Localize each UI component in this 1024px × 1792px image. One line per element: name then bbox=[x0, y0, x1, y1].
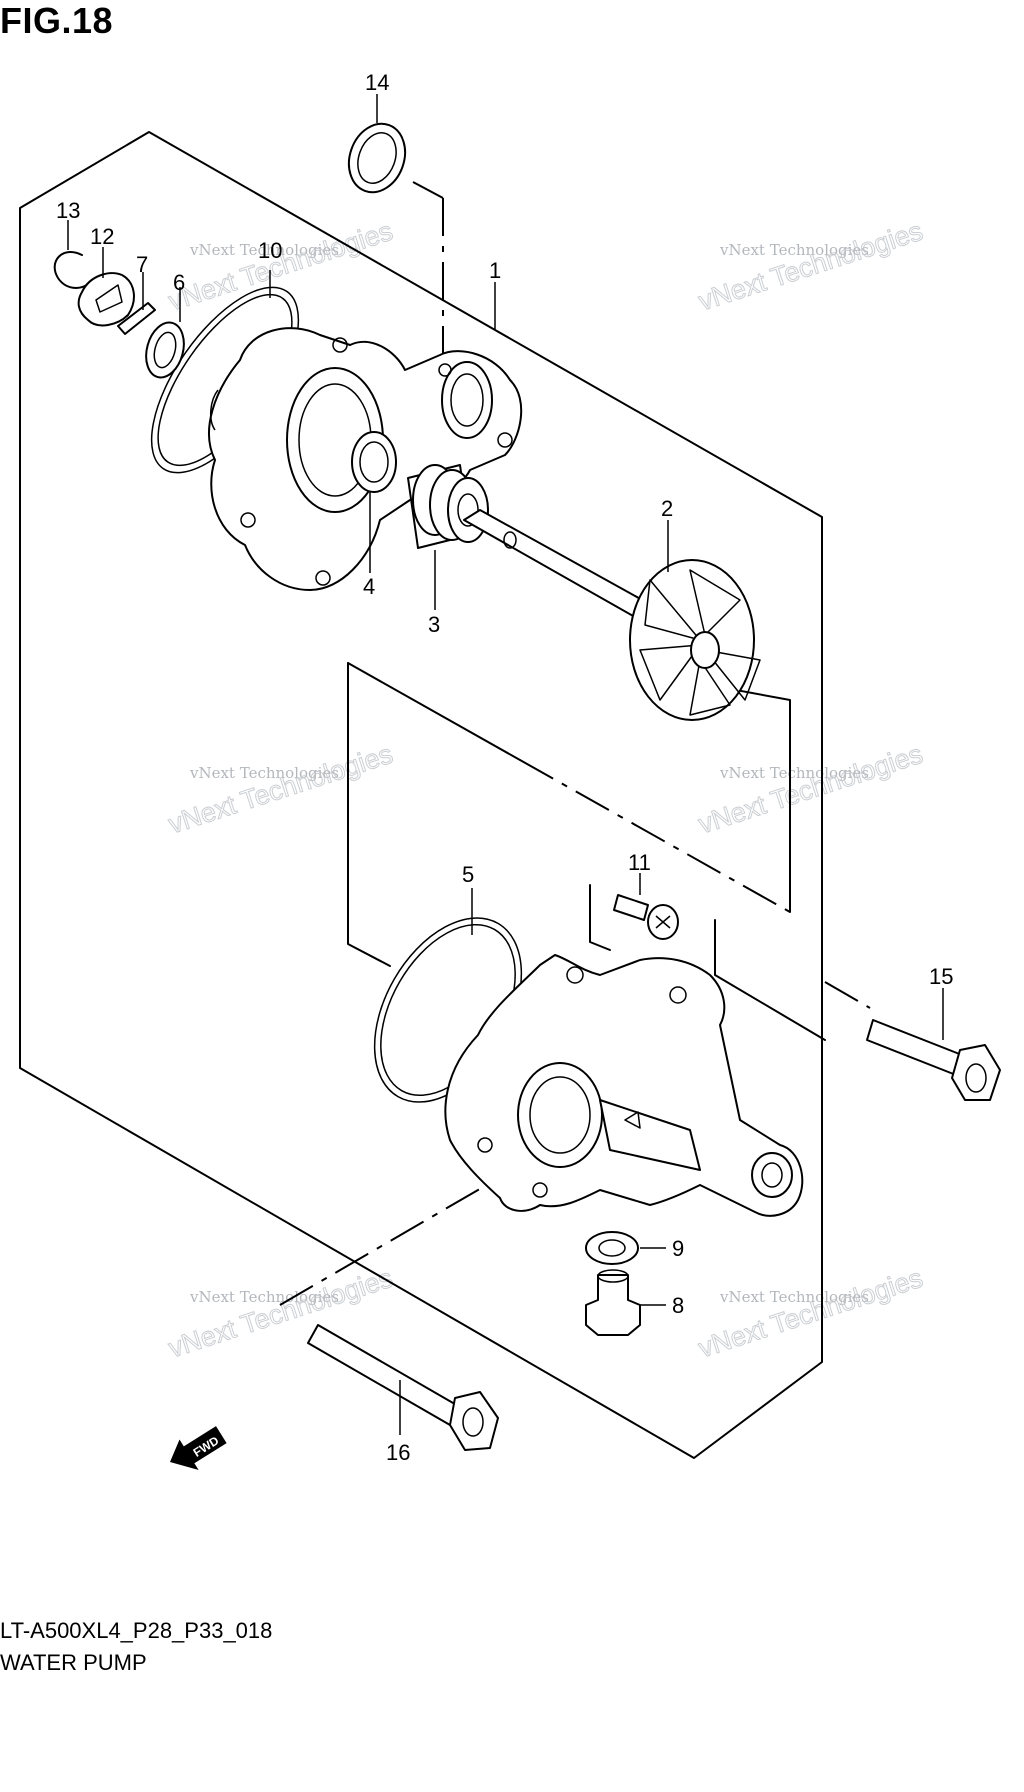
assembly-outline-box bbox=[19, 131, 823, 1459]
part-14-o-ring bbox=[347, 122, 407, 194]
part-2-impeller-shaft bbox=[463, 509, 761, 721]
callout-5: 5 bbox=[462, 862, 474, 887]
part-14-o-ring-inner bbox=[357, 132, 397, 184]
callout-15: 15 bbox=[929, 964, 953, 989]
inner-outline bbox=[347, 662, 521, 761]
callout-3: 3 bbox=[428, 612, 440, 637]
part-7-pin bbox=[117, 302, 156, 335]
watermark-bottom-right: vNext Technologies vNext Technologies bbox=[694, 1262, 926, 1364]
watermark-text: vNext Technologies bbox=[695, 1263, 926, 1364]
part-6-washer bbox=[145, 321, 185, 379]
inner-outline bbox=[589, 884, 611, 951]
watermark-text: vNext Technologies bbox=[719, 241, 869, 259]
callout-8: 8 bbox=[672, 1293, 684, 1318]
alignment-line bbox=[412, 181, 444, 199]
part-15-bolt bbox=[866, 1019, 1001, 1101]
watermark-bottom-left: vNext Technologies vNext Technologies bbox=[164, 1262, 396, 1364]
pump-cover bbox=[444, 954, 804, 1217]
callout-9: 9 bbox=[672, 1236, 684, 1261]
watermark-text: vNext Technologies bbox=[695, 739, 926, 840]
callout-11: 11 bbox=[628, 850, 651, 875]
watermark-text: vNext Technologies bbox=[695, 216, 926, 317]
callout-7: 7 bbox=[136, 252, 148, 277]
leader-lines bbox=[67, 94, 944, 1435]
watermark-top-left: vNext Technologies vNext Technologies bbox=[164, 215, 396, 317]
inner-outline bbox=[714, 919, 826, 1041]
part-13-circlip bbox=[53, 251, 89, 289]
callout-16: 16 bbox=[386, 1440, 410, 1465]
drawing-code: LT-A500XL4_P28_P33_018 bbox=[0, 1618, 273, 1643]
watermark-text: vNext Technologies bbox=[165, 216, 396, 317]
watermark-text: vNext Technologies bbox=[719, 764, 869, 782]
callout-1: 1 bbox=[489, 258, 501, 283]
part-11-screw bbox=[613, 894, 679, 940]
watermark-text: vNext Technologies bbox=[189, 241, 339, 259]
watermark-text: vNext Technologies bbox=[165, 1263, 396, 1364]
watermark-text: vNext Technologies bbox=[189, 764, 339, 782]
watermark-text: vNext Technologies bbox=[719, 1288, 869, 1306]
callout-2: 2 bbox=[661, 496, 673, 521]
callout-6: 6 bbox=[173, 270, 185, 295]
callout-13: 13 bbox=[56, 198, 80, 223]
callout-4: 4 bbox=[363, 574, 375, 599]
watermark-mid-right: vNext Technologies vNext Technologies bbox=[694, 738, 926, 840]
fwd-direction-arrow: FWD bbox=[170, 1426, 227, 1471]
drawing-caption: WATER PUMP bbox=[0, 1650, 147, 1675]
part-8-drain-bolt bbox=[585, 1269, 641, 1336]
alignment-line bbox=[824, 981, 871, 1009]
callout-14: 14 bbox=[365, 70, 389, 95]
callout-labels: 14 1 2 3 4 5 6 7 8 9 10 11 12 13 15 16 bbox=[56, 70, 953, 1465]
watermark-top-right: vNext Technologies vNext Technologies bbox=[694, 215, 926, 317]
alignment-line bbox=[279, 1182, 491, 1306]
figure-title: FIG.18 bbox=[0, 0, 114, 41]
part-3-mechanical-seal bbox=[407, 464, 489, 549]
part-12-retainer bbox=[77, 272, 135, 327]
watermark-text: vNext Technologies bbox=[165, 739, 396, 840]
inner-outline bbox=[347, 662, 391, 967]
callout-12: 12 bbox=[90, 224, 114, 249]
inner-outline-dash bbox=[519, 759, 791, 913]
callout-10: 10 bbox=[258, 238, 282, 263]
part-9-gasket bbox=[585, 1231, 639, 1265]
watermark-mid-left: vNext Technologies vNext Technologies bbox=[164, 738, 396, 840]
part-4-oil-seal bbox=[351, 431, 397, 493]
part-16-bolt bbox=[307, 1324, 499, 1451]
